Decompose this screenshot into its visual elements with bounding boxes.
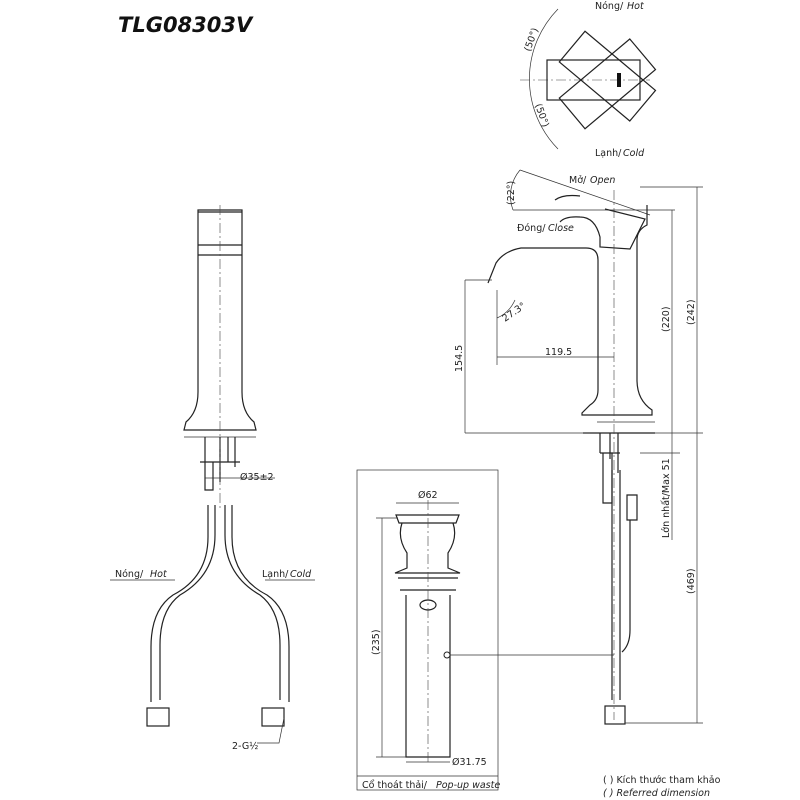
- waste-body: [394, 514, 461, 758]
- base-diameter: Ø35±2: [240, 472, 274, 483]
- lever: [554, 194, 646, 250]
- waste-bottom-diameter: Ø31.75: [452, 757, 487, 768]
- waste-top-diameter: Ø62: [418, 490, 438, 501]
- waste-label-en: Pop-up waste: [436, 780, 500, 791]
- legend-en: ( ) Referred dimension: [603, 788, 710, 799]
- handle-hot: [558, 38, 657, 130]
- hot-hose-label: Nóng/: [115, 569, 144, 580]
- close-label: Đóng/: [517, 223, 546, 234]
- hot-nut: [146, 707, 170, 727]
- spout-body: [487, 205, 653, 416]
- open-label: Mở/: [569, 175, 587, 186]
- reach-dimension: 119.5: [545, 347, 572, 358]
- hoses: [159, 505, 281, 700]
- cold-label-en: Cold: [623, 148, 645, 159]
- total-height-dimension: (469): [686, 568, 697, 594]
- cold-nut: [261, 707, 285, 727]
- waste-height: (235): [371, 629, 382, 655]
- model-title: TLG08303V: [118, 13, 254, 37]
- hot-label-en: Hot: [627, 1, 645, 12]
- side-nut: [604, 705, 626, 725]
- open-label-en: Open: [590, 175, 615, 186]
- max-thickness-dimension: Lớn nhất/Max 51: [661, 458, 672, 538]
- side-view: Mở/ Open Đóng/ Close (22°) 27.3° 119.5 1…: [454, 169, 703, 725]
- legend-vi: ( ) Kích thước tham khảo: [603, 775, 721, 786]
- waste-label: Cổ thoát thải/: [362, 780, 428, 791]
- height-242-dimension: (242): [686, 299, 697, 325]
- thread-spec: 2-G½: [232, 741, 258, 752]
- height-220-dimension: (220): [661, 306, 672, 332]
- cold-label: Lạnh/: [595, 148, 622, 159]
- hot-hose-label-en: Hot: [150, 569, 168, 580]
- lever-angle: (22°): [506, 181, 517, 205]
- spout-angle: 27.3°: [500, 301, 528, 325]
- spout-height-dimension: 154.5: [454, 345, 465, 372]
- handle-rotation-view: Nóng/ Hot Lạnh/ Cold (50°) (50°): [520, 1, 657, 159]
- cold-hose-label-en: Cold: [290, 569, 312, 580]
- angle-cold: (50°): [532, 102, 551, 129]
- handle-cold: [558, 30, 657, 122]
- close-label-en: Close: [548, 223, 574, 234]
- handle-center: [546, 59, 641, 101]
- front-view: Ø35±2 Nóng/ Hot Lạnh/ Cold 2-G½: [110, 205, 315, 752]
- rotation-arc: [529, 8, 559, 150]
- hot-label: Nóng/: [595, 1, 624, 12]
- angle-hot: (50°): [522, 26, 541, 53]
- cold-hose-label: Lạnh/: [262, 569, 289, 580]
- popup-waste-box: Ø62 (235) Ø31.75 Cổ thoát thải/ Pop-up w…: [356, 469, 614, 791]
